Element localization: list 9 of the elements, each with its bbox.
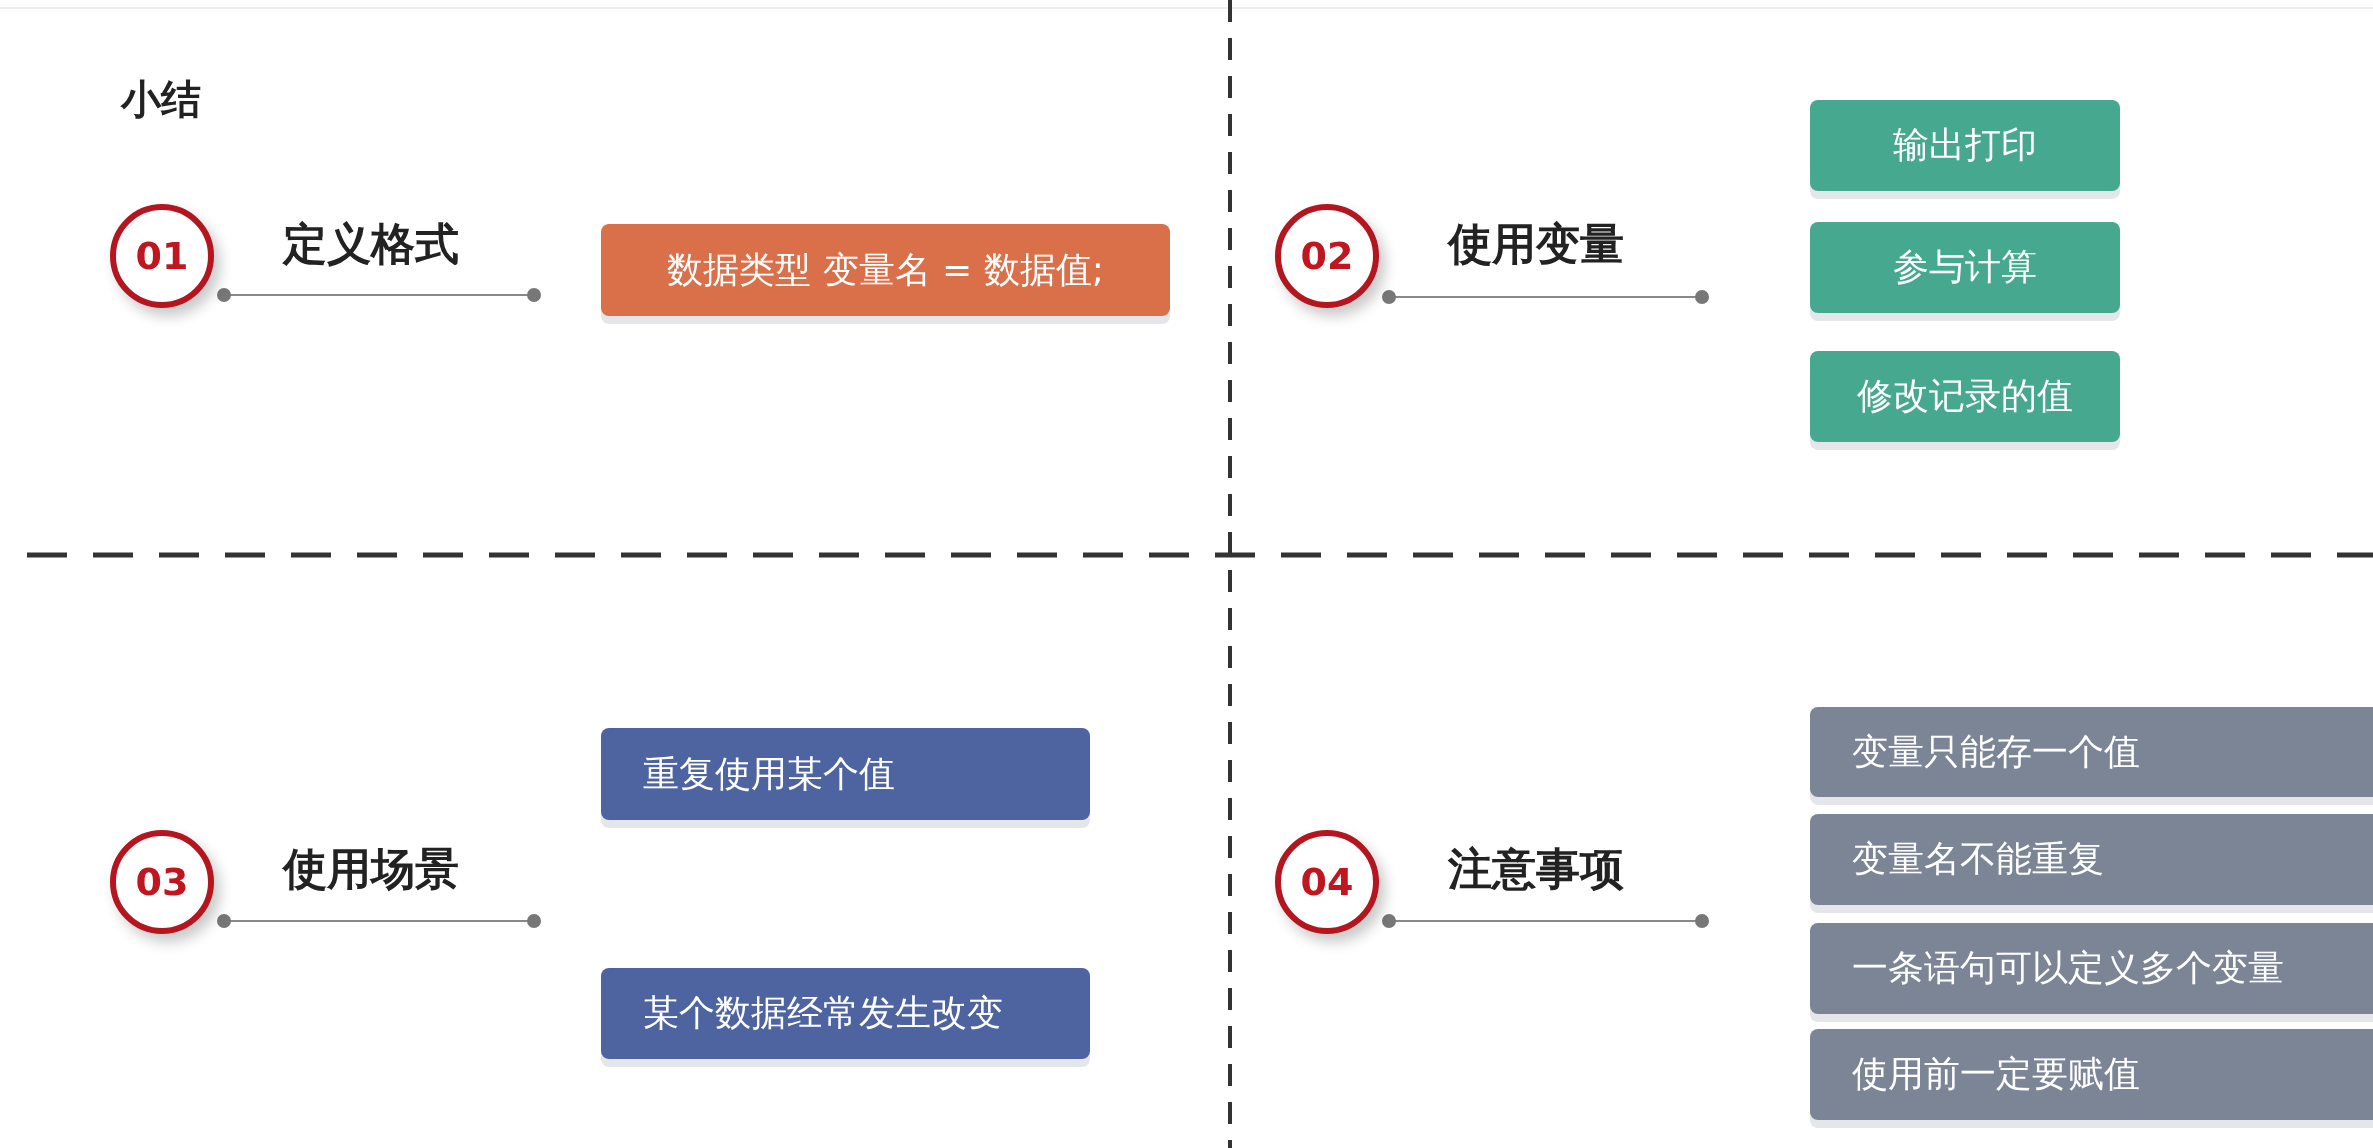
number-circle: 01 [110, 204, 214, 308]
section-heading: 使用场景 [283, 842, 459, 896]
section-heading: 定义格式 [283, 217, 459, 271]
number-circle: 03 [110, 830, 214, 934]
section-heading: 使用变量 [1448, 217, 1624, 271]
title: 小结 [121, 75, 201, 124]
section-heading: 注意事项 [1448, 842, 1624, 896]
number-circle: 04 [1275, 830, 1379, 934]
number-circle: 02 [1275, 204, 1379, 308]
